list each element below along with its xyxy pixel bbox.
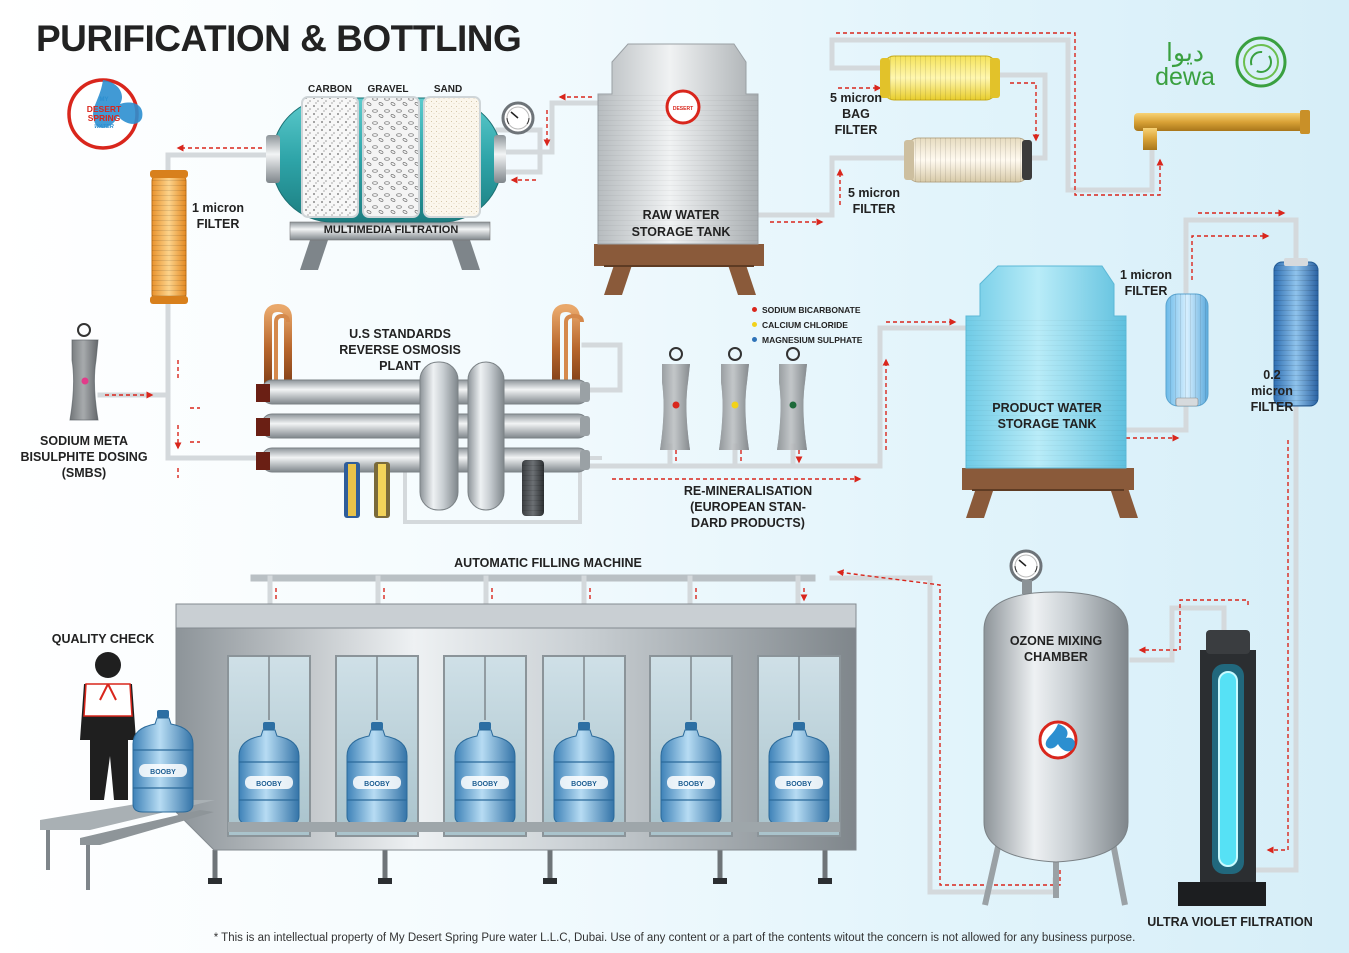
ozone-mixing-chamber [982,549,1129,906]
point-two-micron-label-1: 0.2 [1263,368,1281,382]
remin-label-1: RE-MINERALISATION [683,484,813,498]
water-inlet-tap [1134,110,1310,150]
sand-label: SAND [433,84,463,95]
mineral-dot-2 [752,337,757,342]
smbs-label-3: (SMBS) [61,466,107,480]
polishing-filters [1165,258,1319,407]
remin-label-3: DARD PRODUCTS) [691,516,805,530]
remineralisation-tanks [660,347,807,450]
bag-filter-label-3: FILTER [834,123,878,137]
ozone-label-1: OZONE MIXING [1009,634,1103,648]
uv-label: ULTRA VIOLET FILTRATION [1147,915,1313,929]
ozone-label-2: CHAMBER [1024,650,1088,664]
svg-text:DESERT: DESERT [673,106,693,112]
five-micron-label-2: FILTER [852,202,896,216]
raw-water-tank: DESERT [594,43,764,295]
ro-label-3: PLANT [379,359,421,373]
flow-arrows [105,32,1289,886]
mineral-legend-item: SODIUM BICARBONATE [752,303,862,318]
smbs-label-1: SODIUM META [40,434,128,448]
one-micron-left-label-1: 1 micron [191,201,245,215]
logo-desert: DESERT [86,104,122,114]
smbs-dosing-tank [69,323,99,421]
dewa-arabic: ديوا [1166,39,1204,67]
raw-tank-label-1: RAW WATER [642,208,720,222]
ro-label-1: U.S STANDARDS [349,327,451,341]
ro-label-2: REVERSE OSMOSIS [339,343,461,357]
one-micron-right-label-2: FILTER [1124,284,1168,298]
copyright-footer: * This is an intellectual property of My… [213,932,1136,944]
product-tank-label-1: PRODUCT WATER [992,401,1102,415]
smbs-label-2: BISULPHITE DOSING [20,450,148,464]
point-two-micron-label-3: FILTER [1250,400,1294,414]
raw-tank-label-2: STORAGE TANK [631,225,731,239]
mineral-dot-0 [752,307,757,312]
quality-check-label: QUALITY CHECK [51,632,155,646]
bag-filters [880,55,1032,183]
product-tank-label-2: STORAGE TANK [997,417,1097,431]
gravel-label: GRAVEL [367,84,409,95]
point-two-micron-label-2: micron [1251,384,1293,398]
bag-filter-label-1: 5 micron [829,91,883,105]
product-water-tank [962,265,1138,518]
logo-water: WATER [94,124,114,130]
remin-label-2: (EUROPEAN STAN- [690,500,806,514]
reverse-osmosis-plant [190,303,590,518]
carbon-label: CARBON [308,84,352,95]
five-micron-label-1: 5 micron [847,186,901,200]
mineral-legend: SODIUM BICARBONATE CALCIUM CHLORIDE MAGN… [752,303,862,348]
bag-filter-label-2: BAG [842,107,870,121]
filling-machine [40,603,857,890]
logo-my: MY [99,97,109,103]
one-micron-filter-left [150,170,188,304]
one-micron-right-label-1: 1 micron [1119,268,1173,282]
filling-machine-label: AUTOMATIC FILLING MACHINE [454,556,642,570]
dewa-latin: dewa [1155,63,1215,91]
multimedia-label: MULTIMEDIA FILTRATION [323,224,459,236]
dewa-logo [1235,36,1287,88]
one-micron-left-label-2: FILTER [196,217,240,231]
mineral-legend-item: MAGNESIUM SULPHATE [752,333,862,348]
uv-filtration-unit [1178,630,1266,906]
mineral-dot-1 [752,322,757,327]
multimedia-filter-unit [266,96,535,270]
page-title: PURIFICATION & BOTTLING [36,18,522,59]
quality-check-person [80,652,194,813]
desert-spring-logo [67,78,143,150]
mineral-legend-item: CALCIUM CHLORIDE [752,318,862,333]
logo-spring: SPRING [87,113,121,123]
